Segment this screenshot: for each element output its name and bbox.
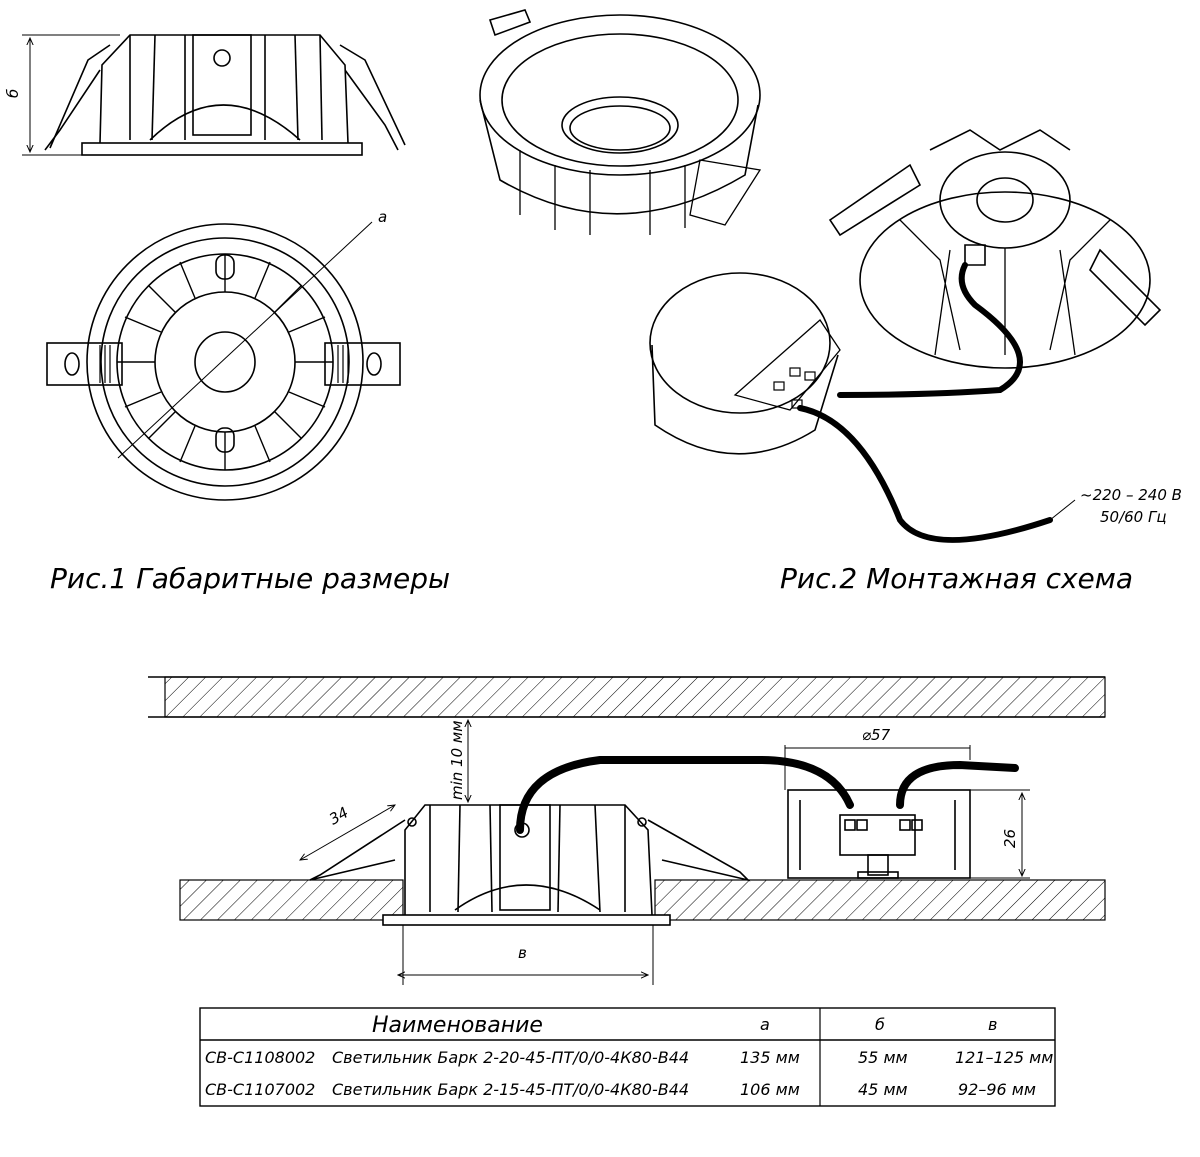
row2-code: СВ-С1107002 xyxy=(205,1080,315,1099)
dim-clip-label: 34 xyxy=(326,803,352,828)
fig2-cables xyxy=(797,262,1053,543)
power-frequency: 50/60 Гц xyxy=(1100,508,1167,526)
table-header-a: а xyxy=(760,1015,770,1034)
power-voltage: ~220 – 240 В xyxy=(1080,486,1182,504)
dim-v-label: в xyxy=(518,944,527,962)
upper-slab xyxy=(164,676,1106,718)
row1-b: 55 мм xyxy=(858,1048,908,1067)
dim-a-leader xyxy=(117,221,373,459)
ceiling-left xyxy=(179,879,404,921)
row2-b: 45 мм xyxy=(858,1080,908,1099)
table-header-v: в xyxy=(988,1015,997,1034)
row2-v: 92–96 мм xyxy=(958,1080,1036,1099)
dim-a-label: а xyxy=(378,208,387,226)
table-header-b: б xyxy=(875,1015,885,1034)
row2-a: 106 мм xyxy=(740,1080,800,1099)
fig2-driver xyxy=(649,272,841,455)
installed-driver xyxy=(787,789,971,879)
fig1-side-view xyxy=(44,34,406,156)
installed-cables xyxy=(516,756,1019,834)
dim-b-label: б xyxy=(4,89,22,98)
row1-a: 135 мм xyxy=(740,1048,800,1067)
row1-code: СВ-С1108002 xyxy=(205,1048,315,1067)
fig2-luminaire-back xyxy=(828,129,1162,369)
section-dimensions xyxy=(300,720,1030,985)
fig1-caption: Рис.1 Габаритные размеры xyxy=(50,562,450,595)
dim-b-side xyxy=(22,34,120,156)
dim-ceiling-gap-label: min 10 мм xyxy=(448,720,466,800)
fig1-top-view xyxy=(46,223,401,501)
table-header-name: Наименование xyxy=(372,1013,543,1038)
spec-table xyxy=(199,1007,1056,1107)
row2-name: Светильник Барк 2-15-45-ПТ/0/0-4К80-В44 xyxy=(332,1080,689,1099)
dim-driver-height-label: 26 xyxy=(1001,829,1019,848)
ceiling-right xyxy=(654,879,1106,921)
dim-diameter-label: ⌀57 xyxy=(862,726,891,744)
row1-name: Светильник Барк 2-20-45-ПТ/0/0-4К80-В44 xyxy=(332,1048,689,1067)
power-leader xyxy=(1049,499,1076,521)
installed-luminaire xyxy=(309,804,751,926)
row1-v: 121–125 мм xyxy=(955,1048,1053,1067)
fig2-luminaire-front xyxy=(479,9,762,235)
fig2-caption: Рис.2 Монтажная схема xyxy=(780,562,1133,595)
